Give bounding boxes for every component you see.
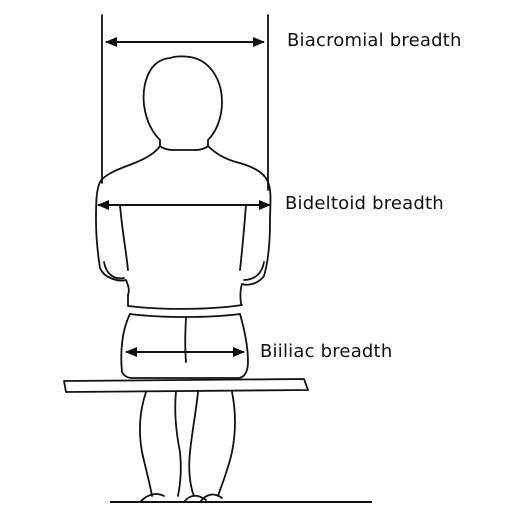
biiliac-breadth-label: Biiliac breadth — [260, 341, 392, 362]
torso-outline — [96, 146, 160, 305]
waistband — [128, 305, 242, 317]
gluteal-cleft — [185, 318, 186, 362]
head — [144, 56, 222, 150]
bideltoid-breadth-label: Bideltoid breadth — [285, 193, 444, 214]
biacromial-breadth-label: Biacromial breadth — [287, 30, 462, 51]
feet — [140, 494, 222, 502]
right-leg — [189, 392, 235, 496]
left-arm-inner — [120, 205, 128, 270]
bench-top — [64, 379, 308, 392]
torso-outline-right — [208, 146, 271, 304]
right-arm-inner — [240, 205, 246, 270]
left-leg — [140, 392, 181, 496]
right-hand — [244, 262, 264, 280]
